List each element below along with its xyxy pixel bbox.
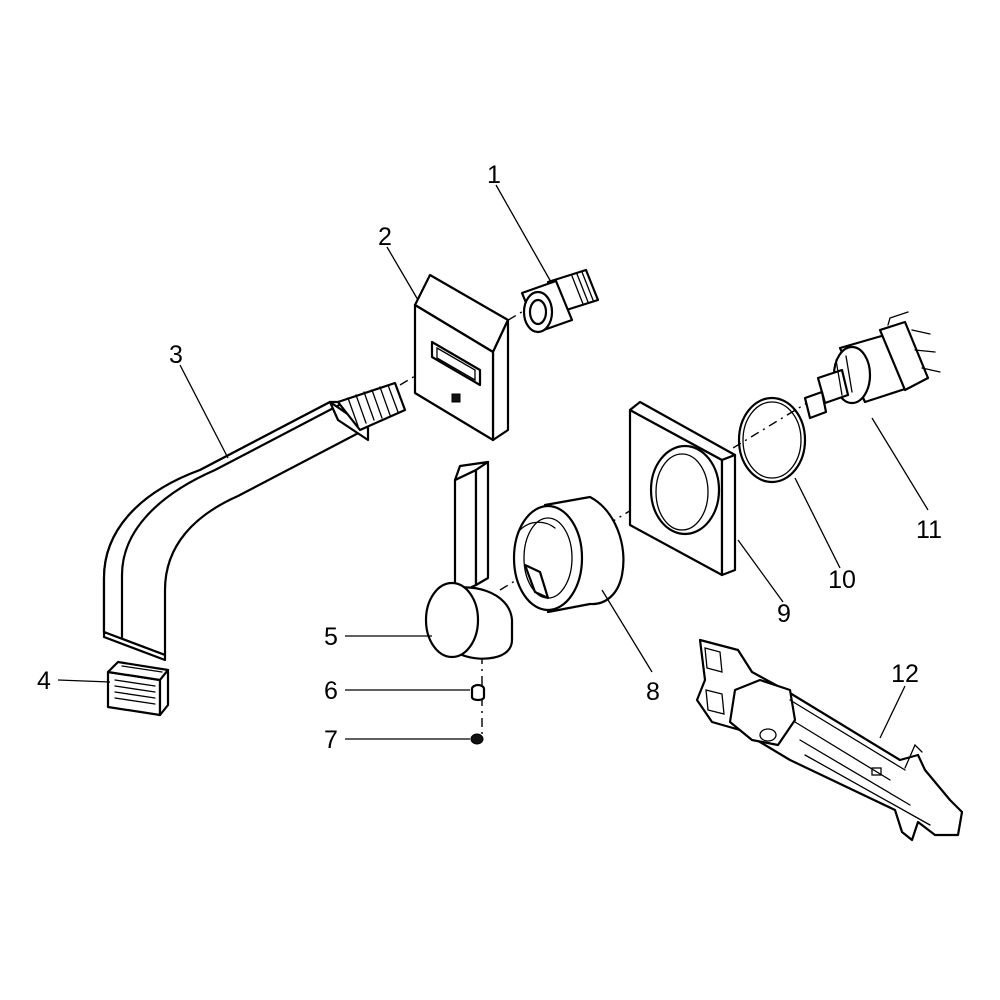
callout-10: 10 [828,566,856,594]
callout-4: 4 [37,667,51,695]
part-2-wall-plate [413,273,510,442]
part-6-grub-screw [470,683,486,702]
callout-8: 8 [646,678,660,706]
part-11-cartridge [803,311,941,420]
callout-3: 3 [169,341,183,369]
callout-5: 5 [324,623,338,651]
callout-7: 7 [324,726,338,754]
leader-lines [57,184,929,740]
callout-6: 6 [324,677,338,705]
callout-2: 2 [378,223,392,251]
part-5-lever-handle [424,460,514,660]
callout-12: 12 [891,660,919,688]
part-8-sleeve [512,495,625,614]
callout-labels: 1 2 3 4 5 6 7 8 9 10 11 12 [37,161,942,754]
part-10-o-ring [737,396,807,484]
part-9-rosette-plate [628,400,737,577]
part-4-aerator [106,660,170,717]
callout-11: 11 [916,516,942,544]
callout-1: 1 [487,161,501,189]
part-12-mounting-tool [695,638,964,842]
callout-9: 9 [777,600,791,628]
part-3-spout [102,381,407,662]
part-1-threaded-adapter [520,268,600,334]
part-7-cap [470,733,484,745]
